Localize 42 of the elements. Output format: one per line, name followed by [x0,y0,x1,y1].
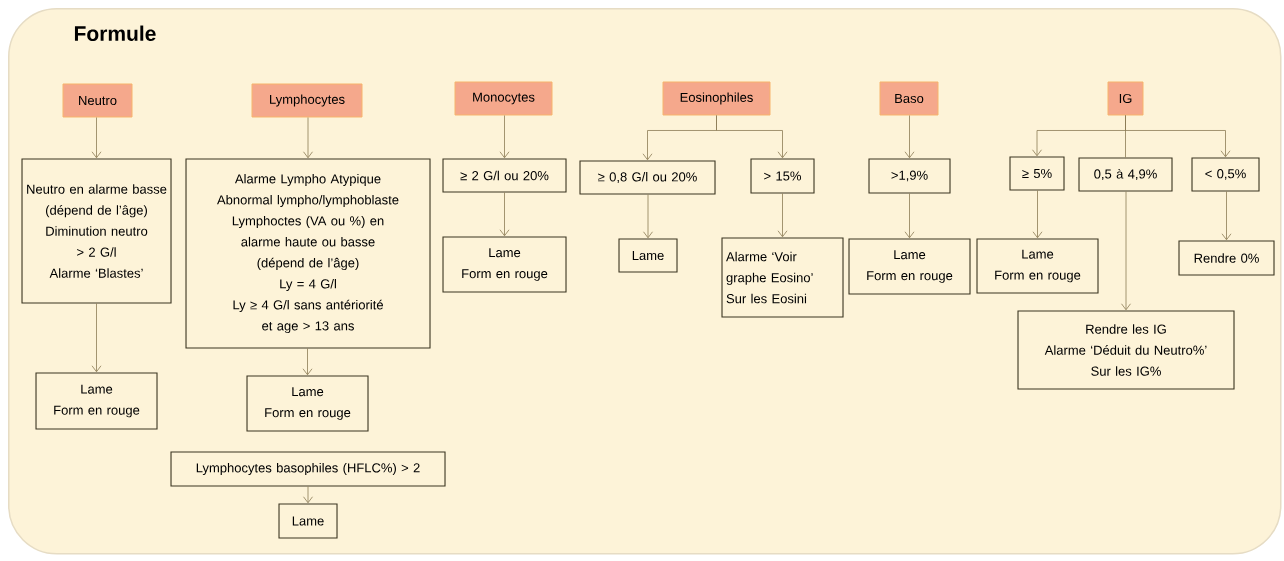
criteria-box: Lame [618,238,678,273]
arrow [303,117,313,159]
arrow [91,117,102,159]
arrow [499,192,510,237]
criteria-box: Lame Form en rouge [848,238,971,295]
category-box: Eosinophiles [662,81,771,116]
criteria-box: 0,5 à 4,9% [1078,157,1173,192]
arrow [904,115,915,159]
criteria-box: ≥ 0,8 G/l ou 20% [579,160,716,195]
criteria-box: Neutro en alarme basse (dépend de l’âge) Diminution neutro > 2 G/l Alarme ‘Blastes’ [21,158,172,304]
criteria-box: Lame Form en rouge [246,375,369,432]
arrow [499,115,510,159]
arrow [1032,190,1043,239]
arrow [302,348,313,376]
criteria-box: >1,9% [868,158,951,194]
criteria-box: Alarme ‘Voir graphe Eosino’ Sur les Eosini [721,237,844,318]
criteria-box: < 0,5% [1191,157,1260,192]
criteria-box: Rendre les IG Alarme ‘Déduit du Neutro%’ Sur les IG% [1017,310,1235,390]
criteria-box: Lame Form en rouge [976,238,1099,294]
arrow [777,193,788,238]
arrow [91,303,102,373]
criteria-box: ≥ 5% [1009,156,1065,191]
category-box: Neutro [62,83,133,118]
arrow [716,115,788,159]
category-box: Baso [879,81,939,116]
category-box: Lymphocytes [251,83,363,118]
category-box: Monocytes [454,81,553,116]
arrow [643,194,653,239]
criteria-box: Alarme Lympho Atypique Abnormal lympho/lymphoblaste Lymphoctes (VA ou %) en alarme haute ou basse (dépend de l’âge) Ly = 4 G/l Ly ≥ 4 G/l sans antériorité et age > 13 ans [185,158,431,349]
criteria-box: ≥ 2 G/l ou 20% [442,158,567,193]
arrow [1121,191,1131,311]
criteria-box: Lymphocytes basophiles (HFLC%) > 2 [170,451,446,487]
category-box: IG [1107,81,1144,116]
criteria-box: > 15% [750,158,815,194]
arrow [1221,191,1232,241]
arrow [1125,115,1231,158]
criteria-box: Rendre 0% [1178,240,1275,276]
criteria-box: Lame Form en rouge [35,372,158,430]
criteria-box: Lame Form en rouge [442,236,567,293]
arrow [303,486,313,504]
criteria-box: Lame [278,503,338,539]
arrow [904,193,915,239]
